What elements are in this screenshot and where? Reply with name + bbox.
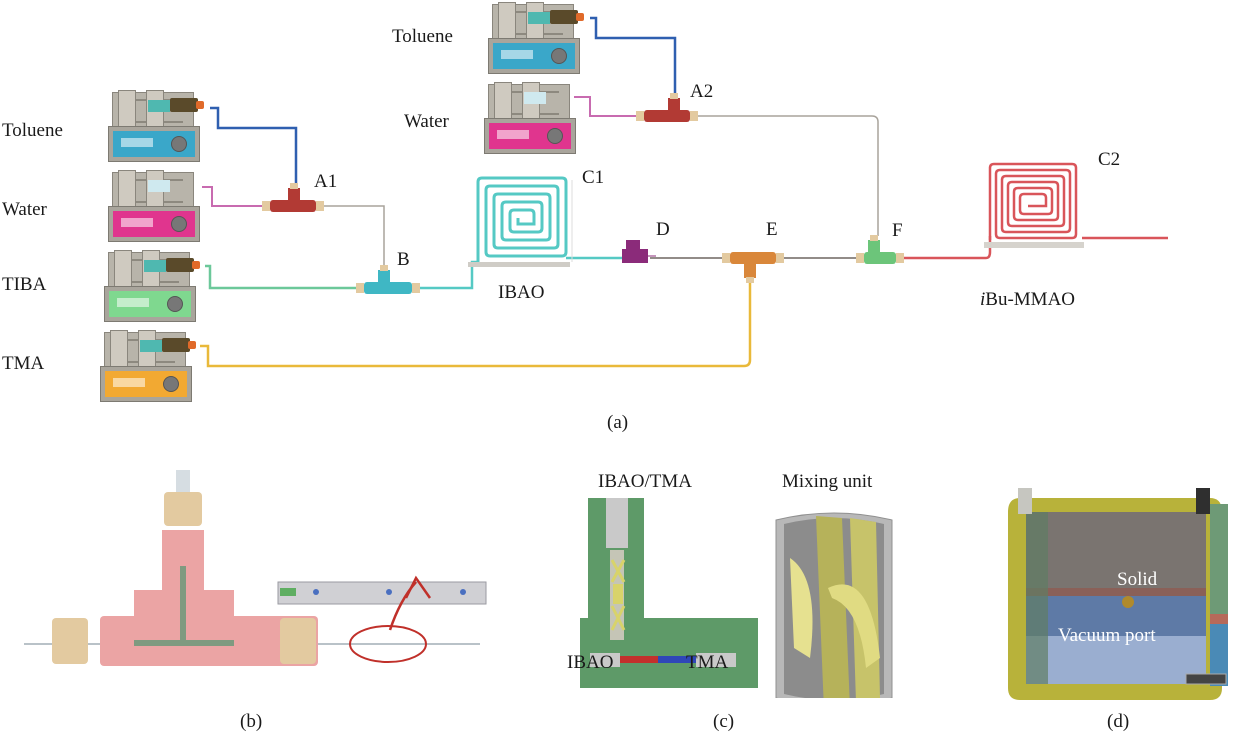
- inlet-pipe: [1018, 488, 1032, 514]
- tma-stream: [658, 656, 696, 663]
- flow-channel-vertical: [180, 566, 186, 646]
- panel-d-vacuum-chamber: [1008, 488, 1228, 700]
- syringe-pump-tma: [100, 330, 196, 402]
- tube-f-c2: [902, 236, 992, 260]
- tube-a2-f: [698, 115, 879, 236]
- ibao-stream: [620, 656, 658, 663]
- label-tma-inlet: TMA: [686, 652, 729, 673]
- tube-inset: [277, 581, 487, 605]
- coil-c1: [468, 176, 573, 267]
- filter-d: [622, 240, 656, 263]
- droplet: [460, 589, 466, 595]
- label-ibao-product: IBAO: [498, 282, 545, 303]
- tube-toluene-a2: [590, 16, 677, 96]
- panel-c-mixer: [580, 498, 893, 698]
- label-node-c2: C2: [1098, 149, 1121, 170]
- pump-panel: [113, 131, 195, 157]
- thread: [606, 498, 628, 548]
- syringe-pump-toluene-2: [488, 2, 584, 74]
- tee-b: [356, 265, 420, 294]
- label-solid: Solid: [1117, 569, 1158, 590]
- droplet: [313, 589, 319, 595]
- label-water-2: Water: [404, 111, 449, 132]
- tube-tiba-b: [205, 264, 358, 290]
- outlet-pipe: [1196, 488, 1210, 514]
- label-vacuum-port: Vacuum port: [1058, 625, 1156, 646]
- tube-a1-b: [322, 205, 385, 268]
- label-node-a1: A1: [314, 171, 338, 192]
- zoom-ellipse: [349, 625, 427, 663]
- syringe-pump-tiba: [104, 250, 200, 322]
- solid-bed: [1026, 636, 1206, 684]
- label-node-b: B: [397, 249, 410, 270]
- top-nut: [164, 492, 202, 526]
- mixing-unit-cylinder: [775, 512, 893, 698]
- label-tma: TMA: [2, 353, 45, 374]
- droplet: [386, 589, 392, 595]
- caption-d: (d): [1107, 711, 1130, 732]
- syringe-pump-water-2: [484, 82, 580, 154]
- tee-a2: [636, 93, 698, 122]
- label-node-d: D: [656, 219, 670, 240]
- caption-c: (c): [713, 711, 735, 732]
- side-port: [1185, 673, 1227, 685]
- label-node-c1: C1: [582, 167, 605, 188]
- label-toluene-1: Toluene: [2, 120, 63, 141]
- label-ibao-tma-title: IBAO/TMA: [598, 471, 692, 492]
- caption-a: (a): [607, 412, 629, 433]
- flow-channel-horizontal: [134, 640, 234, 646]
- left-nut: [52, 618, 88, 664]
- label-mmao-rest: Bu-MMAO: [985, 289, 1076, 310]
- label-ibao-inlet: IBAO: [567, 652, 614, 673]
- top-tube: [176, 470, 190, 494]
- label-mixing-unit-title: Mixing unit: [782, 471, 873, 492]
- label-toluene-2: Toluene: [392, 26, 453, 47]
- tee-e: [722, 252, 784, 283]
- tube-tma-e: [200, 282, 752, 368]
- label-tiba: TIBA: [2, 274, 47, 295]
- syringe-pump-toluene-1: [108, 90, 204, 162]
- panel-b-tee-cross-section: [24, 470, 487, 666]
- tube-water-a1: [202, 186, 266, 207]
- tee-a1: [262, 183, 324, 212]
- label-mmao-prefix: i: [980, 289, 986, 310]
- syringe-pump-water-1: [108, 170, 204, 242]
- label-node-e: E: [766, 219, 778, 240]
- tube-toluene-a1: [210, 106, 298, 186]
- tube-water-a2: [574, 96, 640, 117]
- label-node-f: F: [892, 220, 903, 241]
- vacuum-port-icon: [1122, 596, 1134, 608]
- label-water-1: Water: [2, 199, 47, 220]
- right-nut: [280, 618, 316, 664]
- label-mmao-product: iBu-MMAO: [980, 290, 1075, 309]
- coil-c2: [984, 162, 1084, 248]
- tee-f: [856, 235, 904, 264]
- caption-b: (b): [240, 711, 263, 732]
- label-node-a2: A2: [690, 81, 714, 102]
